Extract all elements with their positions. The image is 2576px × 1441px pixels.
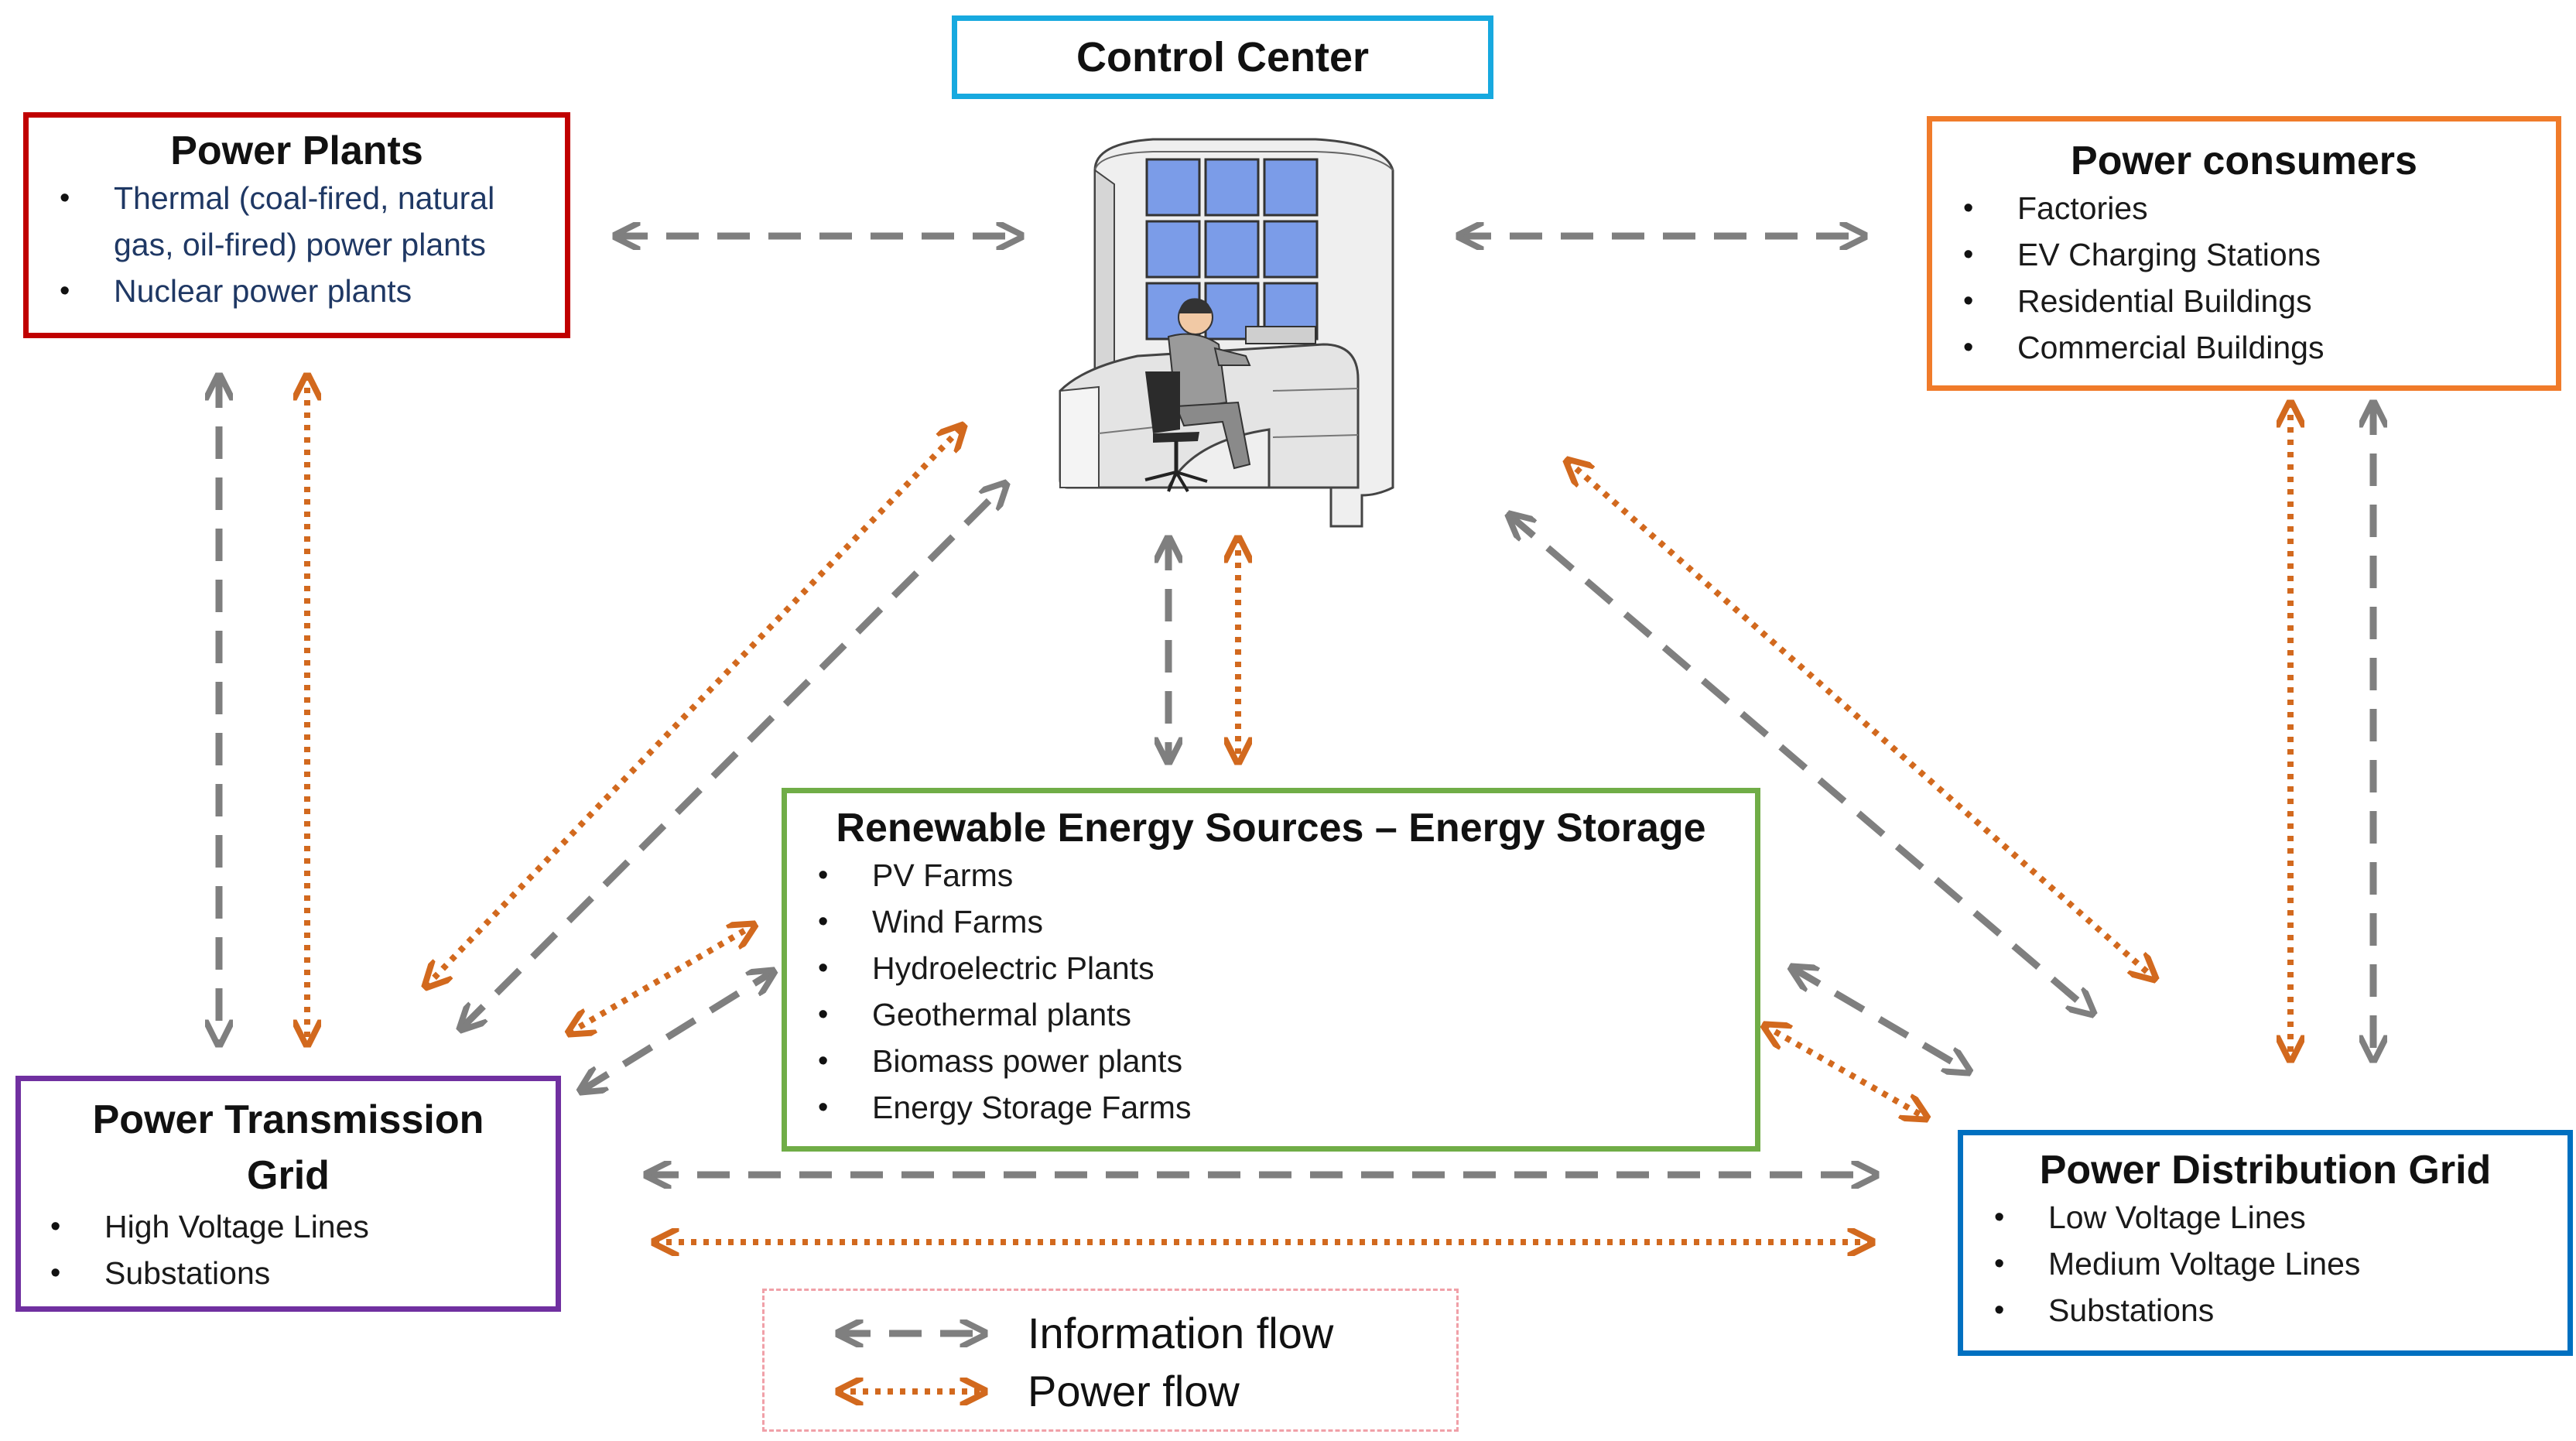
legend-info-arrow [826,1306,997,1361]
legend-information-label: Information flow [1028,1309,1334,1357]
info-arrow-renewables-distribution [1791,967,1969,1072]
list-item: Thermal (coal-fired, natural [60,175,565,221]
distribution-list: Low Voltage Lines Medium Voltage Lines S… [1994,1194,2567,1333]
power-arrow-renewables-distribution [1764,1025,1927,1118]
list-item: Wind Farms [818,898,1755,945]
list-item: Substations [1994,1287,2567,1333]
power-consumers-box: Power consumers Factories EV Charging St… [1927,116,2561,391]
list-item: Residential Buildings [1963,278,2556,324]
list-item: Biomass power plants [818,1038,1755,1084]
list-item: gas, oil-fired) power plants [114,227,486,262]
screen-grid [1145,158,1319,341]
power-arrow-transmission-renewables [569,925,754,1033]
control-room-illustration [1059,138,1394,528]
power-consumers-list: Factories EV Charging Stations Residenti… [1963,185,2556,371]
list-item: Geothermal plants [818,991,1755,1038]
list-item: Low Voltage Lines [1994,1194,2567,1241]
list-item: Commercial Buildings [1963,324,2556,371]
list-item: Substations [50,1250,556,1296]
list-item: PV Farms [818,852,1755,898]
power-plants-title: Power Plants [170,128,423,173]
power-flow-arrows [307,375,2290,1242]
info-arrow-transmission-renewables [580,971,774,1091]
legend: Information flow Power flow [762,1289,1459,1432]
power-plants-list: Thermal (coal-fired, natural gas, oil-fi… [60,175,565,314]
list-item: Energy Storage Farms [818,1084,1755,1131]
list-item: Factories [1963,185,2556,231]
transmission-title-line1: Power Transmission [92,1097,484,1142]
distribution-title: Power Distribution Grid [2039,1148,2492,1193]
power-arrow-transmission-control [426,426,963,987]
renewables-title: Renewable Energy Sources – Energy Storag… [836,806,1706,851]
list-item: Nuclear power plants [60,268,565,314]
distribution-grid-box: Power Distribution Grid Low Voltage Line… [1958,1130,2573,1356]
list-item: Medium Voltage Lines [1994,1241,2567,1287]
legend-power-arrow [826,1364,997,1419]
list-item: EV Charging Stations [1963,231,2556,278]
control-center-title: Control Center [952,15,1493,99]
transmission-list: High Voltage Lines Substations [50,1203,556,1296]
list-item: Hydroelectric Plants [818,945,1755,991]
power-consumers-title: Power consumers [2071,139,2417,183]
operator-figure [1144,298,1251,493]
legend-power-label: Power flow [1028,1367,1240,1415]
list-item: High Voltage Lines [50,1203,556,1250]
renewables-list: PV Farms Wind Farms Hydroelectric Plants… [818,852,1755,1131]
renewables-box: Renewable Energy Sources – Energy Storag… [782,788,1760,1152]
transmission-grid-box: Power Transmission Grid High Voltage Lin… [15,1076,561,1312]
transmission-title-line2: Grid [247,1153,330,1198]
power-plants-box: Power Plants Thermal (coal-fired, natura… [23,112,570,338]
